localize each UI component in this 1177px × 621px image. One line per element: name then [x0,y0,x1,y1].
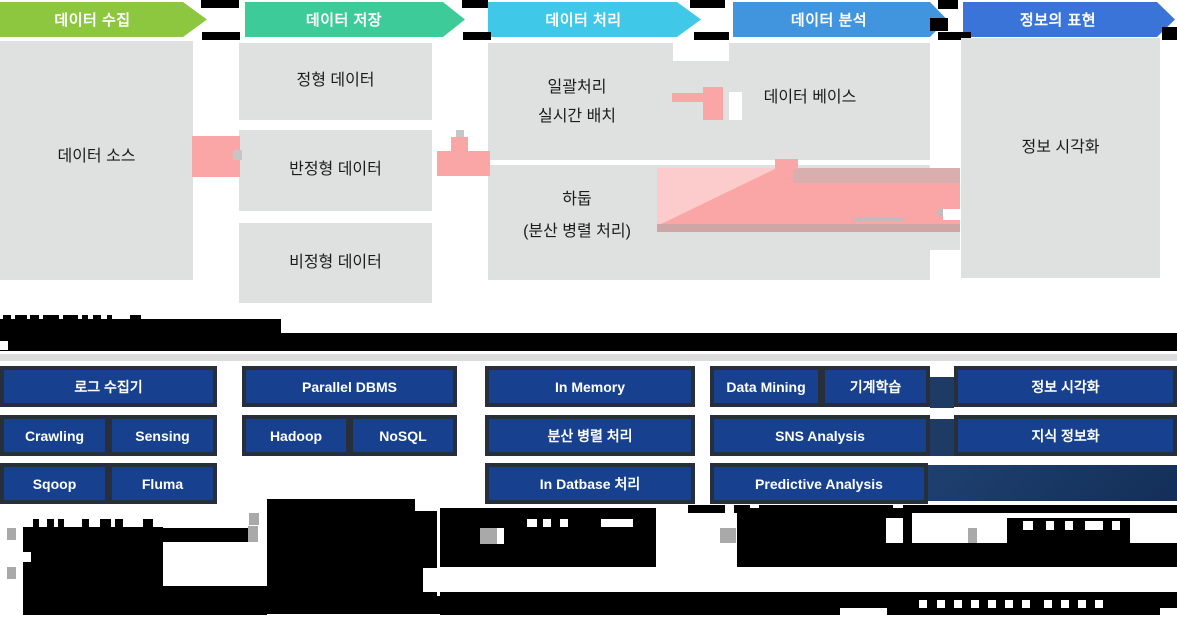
stage-arrow-collection: 데이터 수집 [0,2,207,37]
label-database: 데이터 베이스 [763,89,857,106]
tech-sqoop: Sqoop [0,463,109,504]
stage-label: 데이터 수집 [54,12,131,29]
section-divider [0,354,1177,361]
box-visualization [961,38,1160,278]
tech-label: Crawling [24,427,85,444]
batch-line1: 일괄처리 [547,79,607,96]
tech-fluma: Fluma [108,463,217,504]
tech-label: NoSQL [379,427,427,444]
tech-label: Predictive Analysis [755,475,883,492]
tech-in-database: In Datbase 처리 [485,463,695,504]
tech-label: In Datbase 처리 [539,475,641,492]
tech-machine-learning: 기계학습 [821,366,930,407]
tech-sns-analysis: SNS Analysis [710,415,930,456]
stage-label: 데이터 처리 [545,12,622,29]
stage-label: 데이터 분석 [790,12,868,29]
label-data-source: 데이터 소스 [57,148,136,165]
stage-arrow-storage: 데이터 저장 [245,2,465,37]
tech-sensing: Sensing [108,415,217,456]
tech-label: Sqoop [32,475,77,492]
batch-line2: 실시간 배치 [537,108,617,125]
tech-parallel-dbms: Parallel DBMS [242,366,457,407]
tech-nosql: NoSQL [349,415,457,456]
label-unstructured-data: 비정형 데이터 [289,254,382,271]
label-hadoop: 하둡 (분산 병렬 처리) [487,184,667,248]
tech-label: 기계학습 [849,378,902,395]
tech-distributed-parallel: 분산 병렬 처리 [485,415,695,456]
box-unstructured-data [239,223,432,303]
tech-label: 로그 수집기 [74,378,143,395]
hadoop-line1: 하둡 [562,191,592,208]
tech-label: 분산 병렬 처리 [547,427,633,444]
stage-label: 정보의 표현 [1019,12,1097,29]
tech-label: Fluma [141,475,184,492]
tech-knowledge-informatization: 지식 정보화 [954,415,1177,456]
tech-label: 지식 정보화 [1031,427,1100,444]
tech-hadoop: Hadoop [242,415,350,456]
tech-label: Sensing [135,427,190,444]
tech-label: In Memory [554,378,625,395]
tech-in-memory: In Memory [485,366,695,407]
tech-label: 정보 시각화 [1031,378,1100,395]
stage-arrow-expression: 정보의 표현 [963,2,1175,37]
glitch-notch [673,43,729,61]
tech-label: Parallel DBMS [302,378,397,395]
stage-arrow-analysis: 데이터 분석 [733,2,947,37]
label-visualization: 정보 시각화 [1021,139,1100,156]
box-structured-data [239,43,432,120]
label-structured-data: 정형 데이터 [296,72,375,89]
tech-crawling: Crawling [0,415,109,456]
label-batch-processing: 일괄처리 실시간 배치 [487,72,667,132]
hadoop-line2: (분산 병렬 처리) [523,223,631,240]
stage-label: 데이터 저장 [305,12,383,29]
tech-log-collector: 로그 수집기 [0,366,217,407]
tech-label: Data Mining [726,378,806,395]
box-semi-structured-data [239,130,432,211]
tech-info-visualization: 정보 시각화 [954,366,1177,407]
tech-label: Hadoop [269,427,323,444]
label-semi-structured-data: 반정형 데이터 [289,161,382,178]
stage-arrow-processing: 데이터 처리 [488,2,701,37]
tech-predictive-analysis: Predictive Analysis [710,463,928,504]
tech-label: SNS Analysis [775,427,865,444]
box-data-source [0,41,193,280]
tech-data-mining: Data Mining [710,366,822,407]
